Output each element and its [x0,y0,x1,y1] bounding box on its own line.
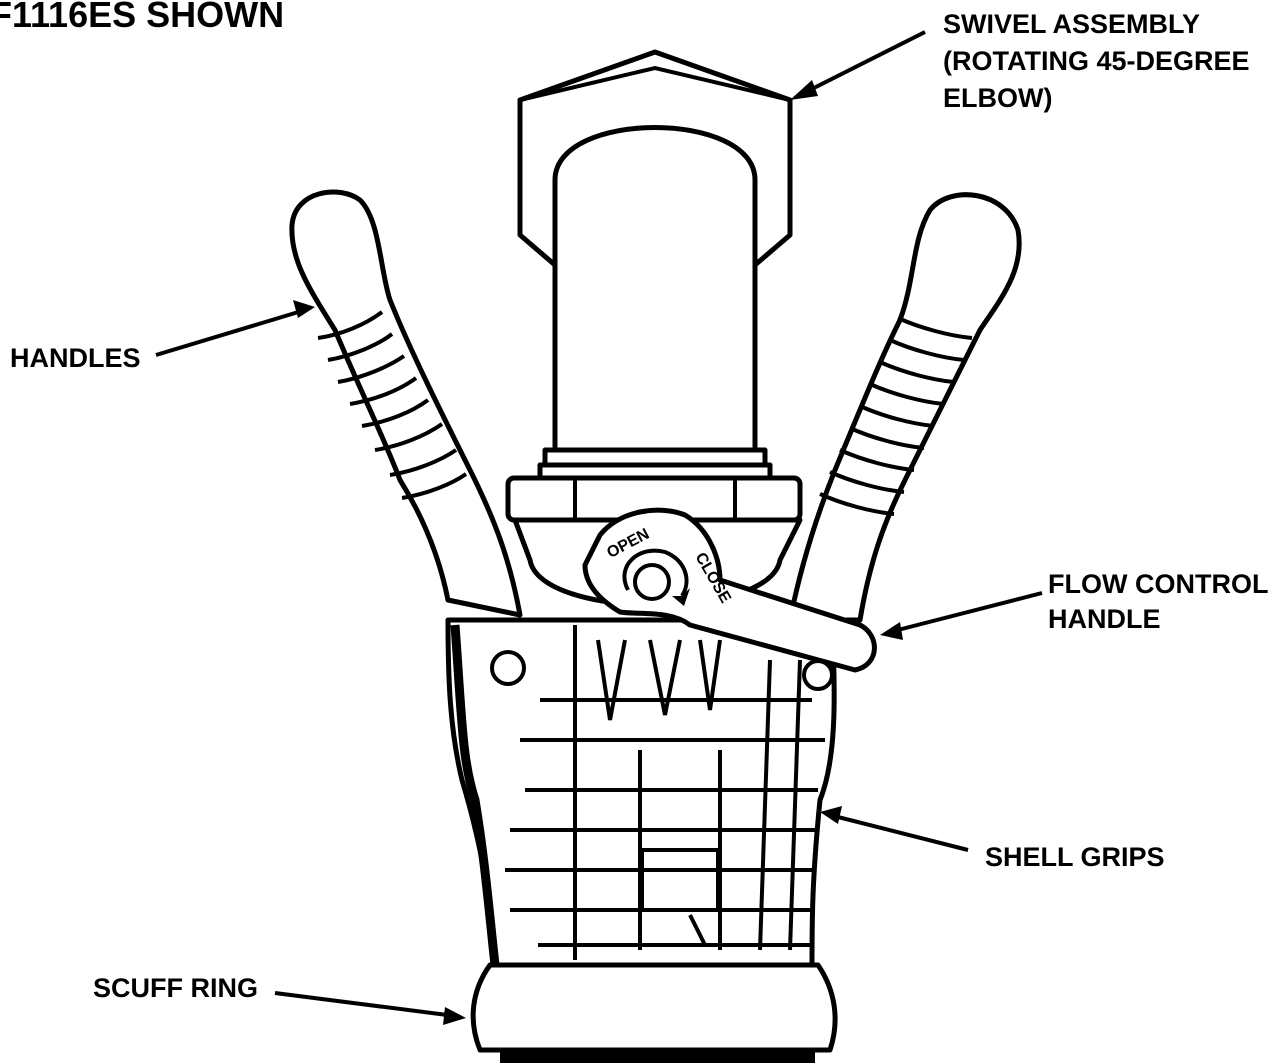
swivel-label-line-2: (ROTATING 45-DEGREE [943,46,1250,76]
left-handle [289,189,523,618]
diagram-title: F1116ES SHOWN [0,0,284,35]
right-handle [787,192,1022,623]
flow-control-label-line-1: FLOW CONTROL [1048,569,1268,599]
shell-grips-label: SHELL GRIPS [985,842,1165,872]
swivel-label-line-3: ELBOW) [943,83,1052,113]
flow-control-label-line-2: HANDLE [1048,604,1161,634]
swivel-label-line-1: SWIVEL ASSEMBLY [943,9,1200,39]
shell-grips [445,617,837,968]
swivel-assembly [517,49,793,483]
leader-lines [155,30,1043,1025]
scuff-ring [470,962,838,1063]
scuff-ring-label: SCUFF RING [93,973,258,1003]
handles-label: HANDLES [10,343,141,373]
flow-control-handle: OPEN CLOSE [582,507,877,673]
